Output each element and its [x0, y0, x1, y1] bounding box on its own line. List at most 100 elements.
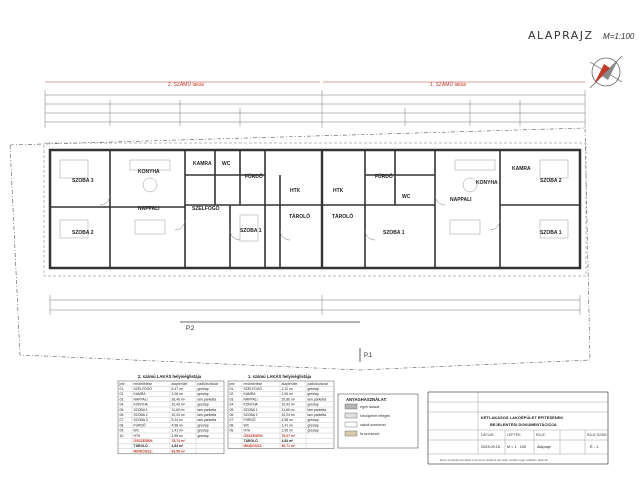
- table-cell: 10,43 m²: [282, 403, 296, 407]
- north-arrow-icon: [589, 55, 623, 89]
- room-furdo-left: FÜRDŐ: [245, 173, 263, 180]
- table-cell: lam.parketta: [308, 408, 327, 412]
- table-cell: lam.parketta: [198, 397, 217, 401]
- table-cell: lam.parketta: [308, 413, 327, 417]
- unit-1-label: 1. SZÁMÚ lakás: [430, 81, 467, 88]
- table-cell: SZOBA 2: [244, 413, 258, 417]
- table-cell: 1,95 m²: [282, 429, 294, 433]
- table-cell: lam.parketta: [308, 397, 327, 401]
- section-p2-label: P.2: [186, 326, 195, 332]
- table-cell: 10,24 m²: [172, 413, 186, 417]
- room-nappali-right: NAPPALI: [450, 197, 472, 203]
- sheet-name: Alaprajz: [537, 445, 551, 449]
- table-cell: 07.: [230, 418, 235, 422]
- top-dimension-lines: [44, 90, 586, 128]
- room-nappali-left: NAPPALI: [138, 206, 160, 212]
- material-legend: ANYAGHASZNÁLAT: égeti falazathőszigetelt…: [337, 393, 419, 449]
- table-summary-value: 83,58 m²: [172, 449, 186, 453]
- unit-header-left: 2. SZÁMÚ lakás: [45, 81, 320, 88]
- table-cell: 4,98 m²: [172, 423, 184, 427]
- table-header: jele: [119, 382, 125, 386]
- sheet-date: 2023.09.15.: [481, 445, 501, 449]
- unit-2-label: 2. SZÁMÚ lakás: [168, 81, 205, 88]
- room-szelfogo: SZÉLFOGÓ: [192, 204, 220, 212]
- table-cell: 2,06 m²: [172, 392, 184, 396]
- table-cell: SZÉLFOGÓ: [244, 386, 263, 391]
- table-cell: HTK: [244, 429, 252, 433]
- table-cell: HTK: [134, 434, 142, 438]
- interior-walls: [50, 150, 580, 268]
- room-konyha-right: KONYHA: [476, 180, 498, 186]
- room-szoba1-right: SZOBA 1: [383, 230, 405, 236]
- table-cell: 09.: [230, 429, 235, 433]
- room-szoba2-right: SZOBA 2: [540, 178, 562, 184]
- table-cell: 07.: [120, 418, 125, 422]
- table-summary-value: 78,74 m²: [172, 439, 186, 443]
- table-cell: 05.: [230, 408, 235, 412]
- room-labels: SZOBA 3 KONYHA KAMRA WC FÜRDŐ SZOBA 2 NA…: [72, 161, 562, 236]
- table-cell: 05.: [120, 408, 125, 412]
- table-cell: 1,95 m²: [172, 434, 184, 438]
- project-title-line-2: BEJELENTÉSI DOKUMENTÁCIÓJA: [490, 422, 557, 427]
- table-cell: lam.parketta: [198, 408, 217, 412]
- table-cell: greslap: [308, 429, 319, 433]
- table-cell: 1,41 m²: [172, 429, 184, 433]
- furniture: [59, 159, 569, 242]
- table-cell: 01.: [230, 387, 235, 391]
- legend-swatch: [344, 412, 358, 419]
- table-summary-label: MINDÖSSZ.:: [244, 443, 264, 448]
- sheet-scale: M = 1 : 100: [507, 445, 526, 449]
- table-cell: greslap: [198, 392, 209, 396]
- room-szoba3: SZOBA 3: [72, 178, 94, 184]
- col-rajz: RAJZ:: [536, 433, 546, 437]
- copyright-note: Ezen tervdokumentáció a tervező szellemi…: [440, 458, 548, 462]
- table-cell: greslap: [198, 423, 209, 427]
- sheet-number: É - 1: [590, 444, 599, 449]
- title-block: KÉTLAKÁSOS LAKÓÉPÜLET ÉPÍTÉSÉNEK BEJELEN…: [427, 391, 609, 465]
- table-summary-value: 80,71 m²: [282, 444, 296, 448]
- table-header: padlóburkolat: [198, 382, 218, 386]
- table-cell: 11,60 m²: [282, 408, 296, 412]
- room-szoba1-left: SZOBA 1: [240, 228, 262, 234]
- table-cell: 01.: [120, 387, 125, 391]
- table-cell: 04.: [120, 403, 125, 407]
- table-cell: 6,47 m²: [172, 387, 184, 391]
- table-cell: 03.: [120, 397, 125, 401]
- table-cell: 02.: [120, 392, 125, 396]
- unit-header-right: 1. SZÁMÚ lakás: [323, 81, 585, 88]
- table-cell: 10,43 m²: [172, 403, 186, 407]
- legend-title: ANYAGHASZNÁLAT:: [346, 397, 387, 402]
- table-cell: FÜRDŐ: [134, 422, 146, 427]
- table-header: rendeltetése: [134, 382, 153, 386]
- table-cell: SZOBA 2: [134, 413, 148, 417]
- table-cell: greslap: [198, 434, 209, 438]
- room-taroló-left: TÁROLÓ: [289, 212, 310, 220]
- table-cell: 9,24 m²: [172, 418, 184, 422]
- room-htk-right: HTK: [333, 188, 344, 194]
- table-cell: 08.: [120, 423, 125, 427]
- table-cell: 29,86 m²: [282, 397, 296, 401]
- table-summary-label: ÖSSZESEN:: [134, 438, 154, 443]
- table-cell: 06.: [230, 413, 235, 417]
- room-furdo-right: FÜRDŐ: [375, 173, 393, 180]
- legend-item: fa szerkezet: [360, 432, 379, 436]
- legend-item: hőszigetelt rétegek: [360, 414, 390, 418]
- table-cell: 06.: [120, 413, 125, 417]
- table-cell: FÜRDŐ: [244, 417, 256, 422]
- table-summary-value: 4,84 m²: [282, 439, 295, 443]
- table-cell: KAMRA: [134, 392, 147, 396]
- col-lepetek: LÉPTÉK:: [507, 432, 521, 437]
- table-cell: 02.: [230, 392, 235, 396]
- table-title: 1. számú LAKÁS helyiséglistája: [248, 374, 312, 379]
- table-header: rendeltetése: [244, 382, 263, 386]
- table-cell: WC: [244, 423, 250, 427]
- table-cell: 10,24 m²: [282, 413, 296, 417]
- room-kamra-left: KAMRA: [193, 161, 212, 167]
- table-cell: greslap: [308, 387, 319, 391]
- table-cell: greslap: [198, 387, 209, 391]
- table-cell: 08.: [230, 423, 235, 427]
- table-header: padlóburkolat: [308, 382, 328, 386]
- table-cell: SZÉLFOGÓ: [134, 386, 153, 391]
